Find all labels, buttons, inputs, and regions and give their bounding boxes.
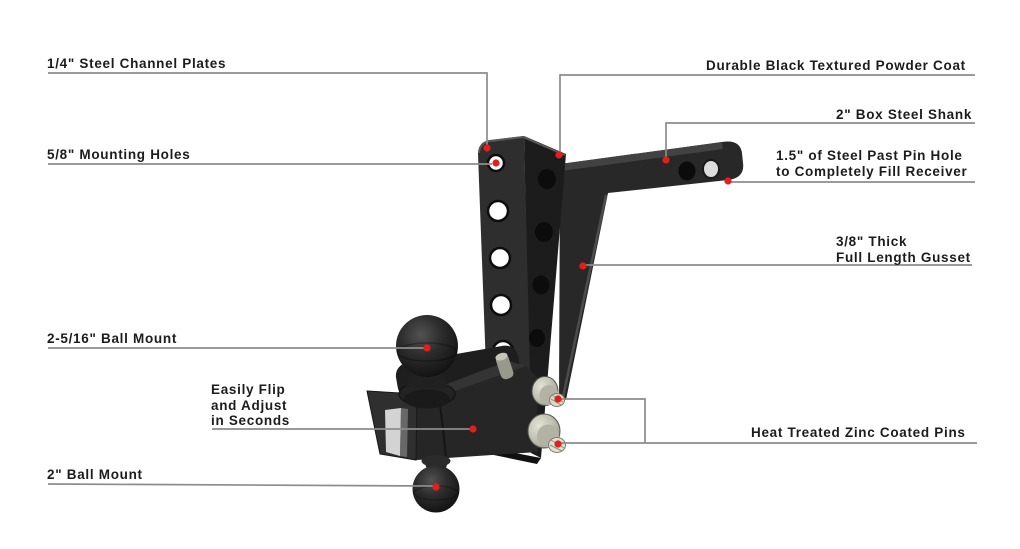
callout-label-gusset: 3/8" Thick Full Length Gusset: [836, 234, 971, 265]
leader-lines: [47, 72, 977, 487]
shank-pin-hole-dark: [678, 161, 696, 181]
callout-label-ball-mount-small: 2" Ball Mount: [47, 467, 143, 482]
dot-ball-mount-large: [423, 344, 431, 352]
callout-label-ball-mount-large: 2-5/16" Ball Mount: [47, 331, 178, 346]
side-plate-holes-column: [525, 169, 556, 399]
callout-label-steel-past-pin: 1.5" of Steel Past Pin Hole to Completel…: [776, 148, 968, 179]
leader-zinc-pins-upper: [561, 398, 646, 443]
shank-and-gusset: [559, 141, 744, 400]
callout-label-zinc-pins: Heat Treated Zinc Coated Pins: [751, 425, 966, 440]
pivot-pin: [495, 352, 514, 380]
ball-2-5-16: [396, 315, 458, 409]
dot-powder-coat: [555, 151, 563, 159]
dot-box-steel-shank: [662, 156, 670, 164]
dot-gusset: [579, 262, 587, 270]
leader-powder-coat: [559, 74, 975, 152]
callout-label-mounting-holes: 5/8" Mounting Holes: [47, 147, 191, 162]
dot-channel-plates: [483, 144, 491, 152]
dot-mounting-holes: [492, 159, 500, 167]
leader-channel-plates: [48, 72, 488, 146]
leader-ball-mount-small: [47, 483, 434, 487]
callout-label-box-steel-shank: 2" Box Steel Shank: [836, 107, 973, 122]
callout-label-flip-adjust: Easily Flip and Adjust in Seconds: [211, 382, 291, 428]
dot-zinc-pin-upper: [554, 395, 562, 403]
dot-ball-mount-small: [432, 483, 440, 491]
dot-flip-adjust: [469, 425, 477, 433]
callout-dots: [423, 144, 732, 491]
dot-zinc-pin-lower: [554, 440, 562, 448]
dot-steel-past-pin: [724, 177, 732, 185]
callout-label-channel-plates: 1/4" Steel Channel Plates: [47, 56, 227, 71]
leader-box-steel-shank: [665, 122, 975, 157]
shank-pin-hole-through: [702, 159, 720, 179]
callout-label-powder-coat: Durable Black Textured Powder Coat: [706, 58, 966, 73]
